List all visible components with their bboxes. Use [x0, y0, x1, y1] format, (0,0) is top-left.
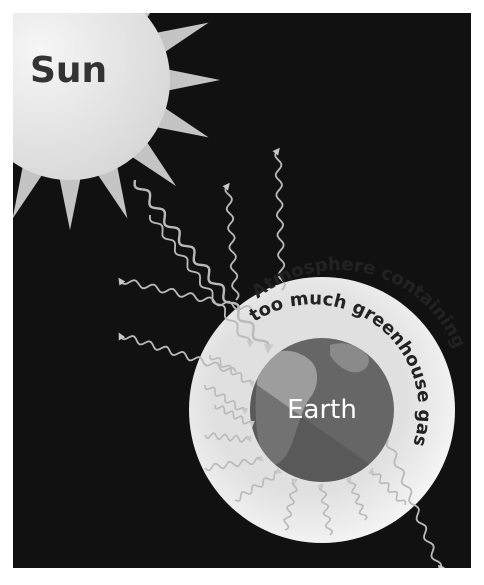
sun-label: Sun — [30, 50, 107, 91]
earth-label: Earth — [287, 395, 357, 425]
